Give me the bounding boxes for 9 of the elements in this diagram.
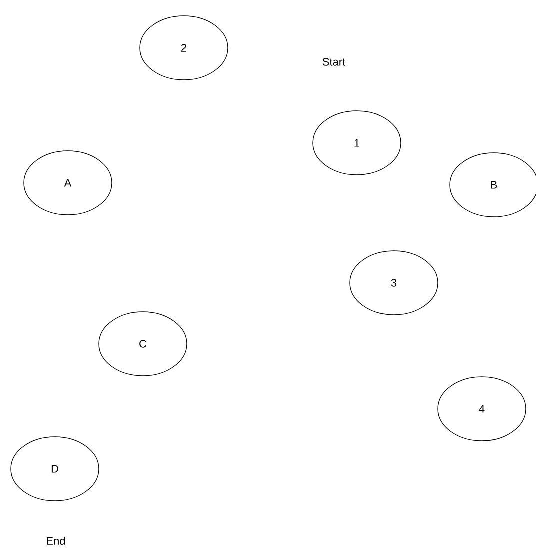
ellipse-node: 2 [140, 16, 228, 80]
ellipse-node: 3 [350, 250, 438, 316]
text-label: End [47, 536, 66, 546]
ellipse-node: 1 [312, 110, 402, 176]
ellipse-node: C [98, 312, 188, 376]
ellipse-node: D [10, 436, 100, 502]
ellipse-node: 4 [438, 376, 526, 442]
ellipse-node: A [24, 150, 112, 216]
text-label: Start [322, 58, 346, 66]
